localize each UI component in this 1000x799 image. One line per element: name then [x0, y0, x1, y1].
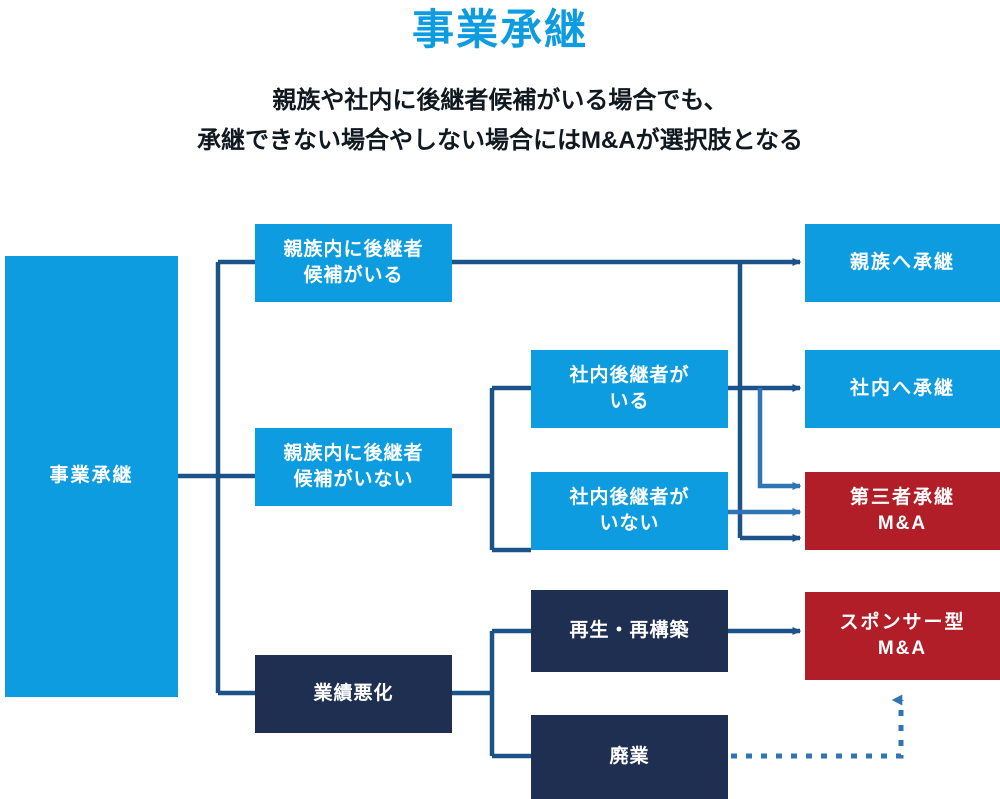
subtitle-line-1: 親族や社内に後継者候補がいる場合でも、 — [272, 87, 728, 114]
node-internal-successor-no[interactable]: 社内後継者が いない — [531, 472, 728, 550]
node-relative-successor-yes[interactable]: 親族内に後継者 候補がいる — [255, 224, 452, 302]
node-outcome-sponsor-type-ma[interactable]: スポンサー型 M&A — [805, 592, 1000, 680]
node-outcome-third-party-ma[interactable]: 第三者承継 M&A — [805, 472, 1000, 550]
node-root-business-succession[interactable]: 事業承継 — [5, 256, 178, 697]
subtitle-line-2: 承継できない場合やしない場合にはM&Aが選択肢となる — [197, 127, 803, 154]
node-relative-successor-no[interactable]: 親族内に後継者 候補がいない — [255, 428, 452, 506]
node-revitalization-restructuring[interactable]: 再生・再構築 — [531, 590, 728, 672]
page-title: 事業承継 — [411, 6, 588, 53]
node-outcome-succeed-to-relative[interactable]: 親族へ承継 — [805, 224, 1000, 302]
node-outcome-succeed-internally[interactable]: 社内へ承継 — [805, 350, 1000, 428]
node-performance-decline[interactable]: 業績悪化 — [255, 655, 452, 733]
node-business-closure[interactable]: 廃業 — [531, 715, 728, 799]
node-internal-successor-yes[interactable]: 社内後継者が いる — [531, 350, 728, 428]
